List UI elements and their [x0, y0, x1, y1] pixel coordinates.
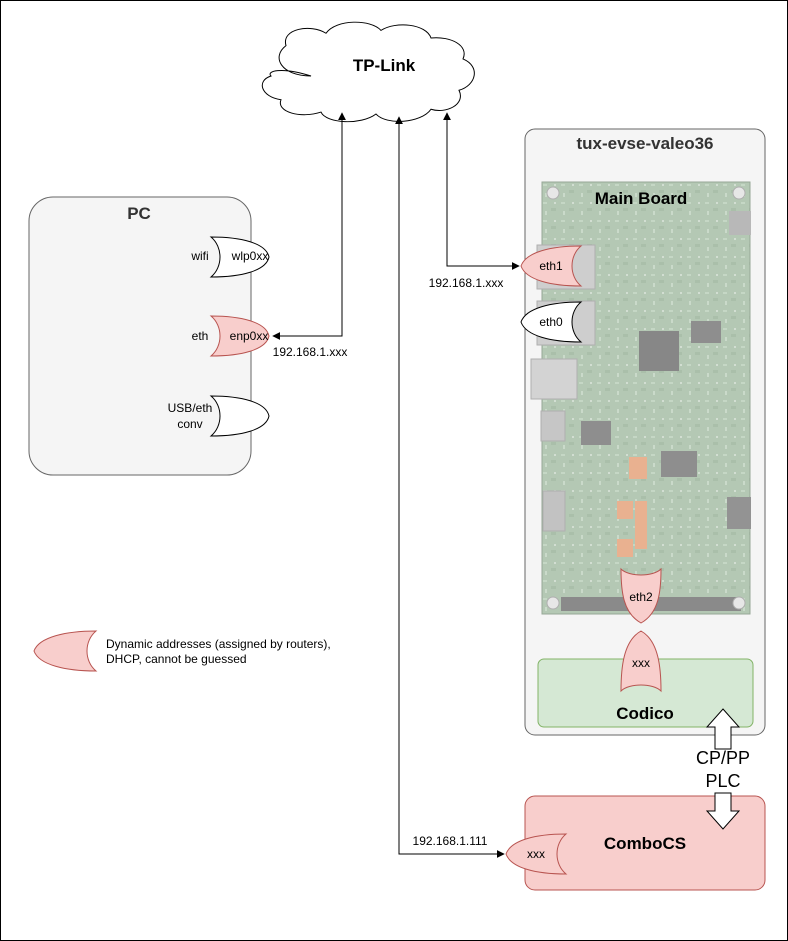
connector-cloud-to-combocs: [395, 116, 505, 858]
plc-label: PLC: [705, 771, 740, 791]
codico-port: xxx: [620, 630, 662, 693]
main-board-label: Main Board: [595, 189, 688, 208]
pc-port-wifi: wlp0xx wifi: [190, 236, 270, 278]
pc-port-usb-eth: USB/eth conv: [168, 395, 270, 437]
tp-link-cloud: TP-Link: [261, 21, 475, 123]
pc-port-eth-label: enp0xx: [230, 329, 269, 343]
pc-port-wifi-side-label: wifi: [190, 249, 208, 263]
evse-port-eth2: eth2: [620, 567, 662, 624]
evse-port-eth0-label: eth0: [539, 315, 563, 329]
legend-swatch: [33, 630, 98, 672]
codico-label: Codico: [616, 704, 674, 723]
combocs-ip-label: 192.168.1.111: [413, 834, 488, 848]
legend-text-line2: DHCP, cannot be guessed: [106, 652, 247, 666]
connector-pc-to-cloud: [272, 112, 346, 340]
evse-port-eth1: eth1: [520, 245, 583, 287]
combocs-port-label: xxx: [527, 847, 545, 861]
eth1-ip-label: 192.168.1.xxx: [429, 276, 504, 290]
combocs-label: ComboCS: [604, 834, 686, 853]
tp-link-label: TP-Link: [353, 56, 416, 75]
pc-port-eth: enp0xx eth: [192, 315, 270, 357]
pc-port-usb-eth-side-label-line2: conv: [177, 417, 202, 431]
cp-pp-label: CP/PP: [696, 748, 750, 768]
connector-cloud-to-eth1: [443, 112, 520, 270]
codico-port-label: xxx: [632, 656, 650, 670]
pc-ip-label: 192.168.1.xxx: [273, 345, 348, 359]
pc-port-eth-side-label: eth: [192, 329, 209, 343]
evse-container: tux-evse-valeo36: [520, 128, 766, 736]
combocs-port: xxx: [505, 833, 568, 875]
evse-port-eth0: eth0: [520, 301, 583, 343]
pc-port-usb-eth-side-label-line1: USB/eth: [168, 401, 213, 415]
evse-title: tux-evse-valeo36: [576, 134, 713, 153]
pc-title: PC: [127, 204, 151, 223]
pc-container: PC wlp0xx wifi enp0xx eth USB/eth conv: [28, 196, 270, 476]
pc-port-wifi-label: wlp0xx: [231, 249, 269, 263]
legend: Dynamic addresses (assigned by routers),…: [33, 630, 331, 672]
cp-pp-plc-arrow: CP/PP PLC: [696, 708, 750, 830]
legend-text-line1: Dynamic addresses (assigned by routers),: [106, 637, 331, 651]
main-board-image: [530, 181, 751, 615]
evse-port-eth1-label: eth1: [539, 259, 563, 273]
combocs-box: ComboCS xxx: [505, 795, 766, 891]
evse-port-eth2-label: eth2: [629, 590, 653, 604]
